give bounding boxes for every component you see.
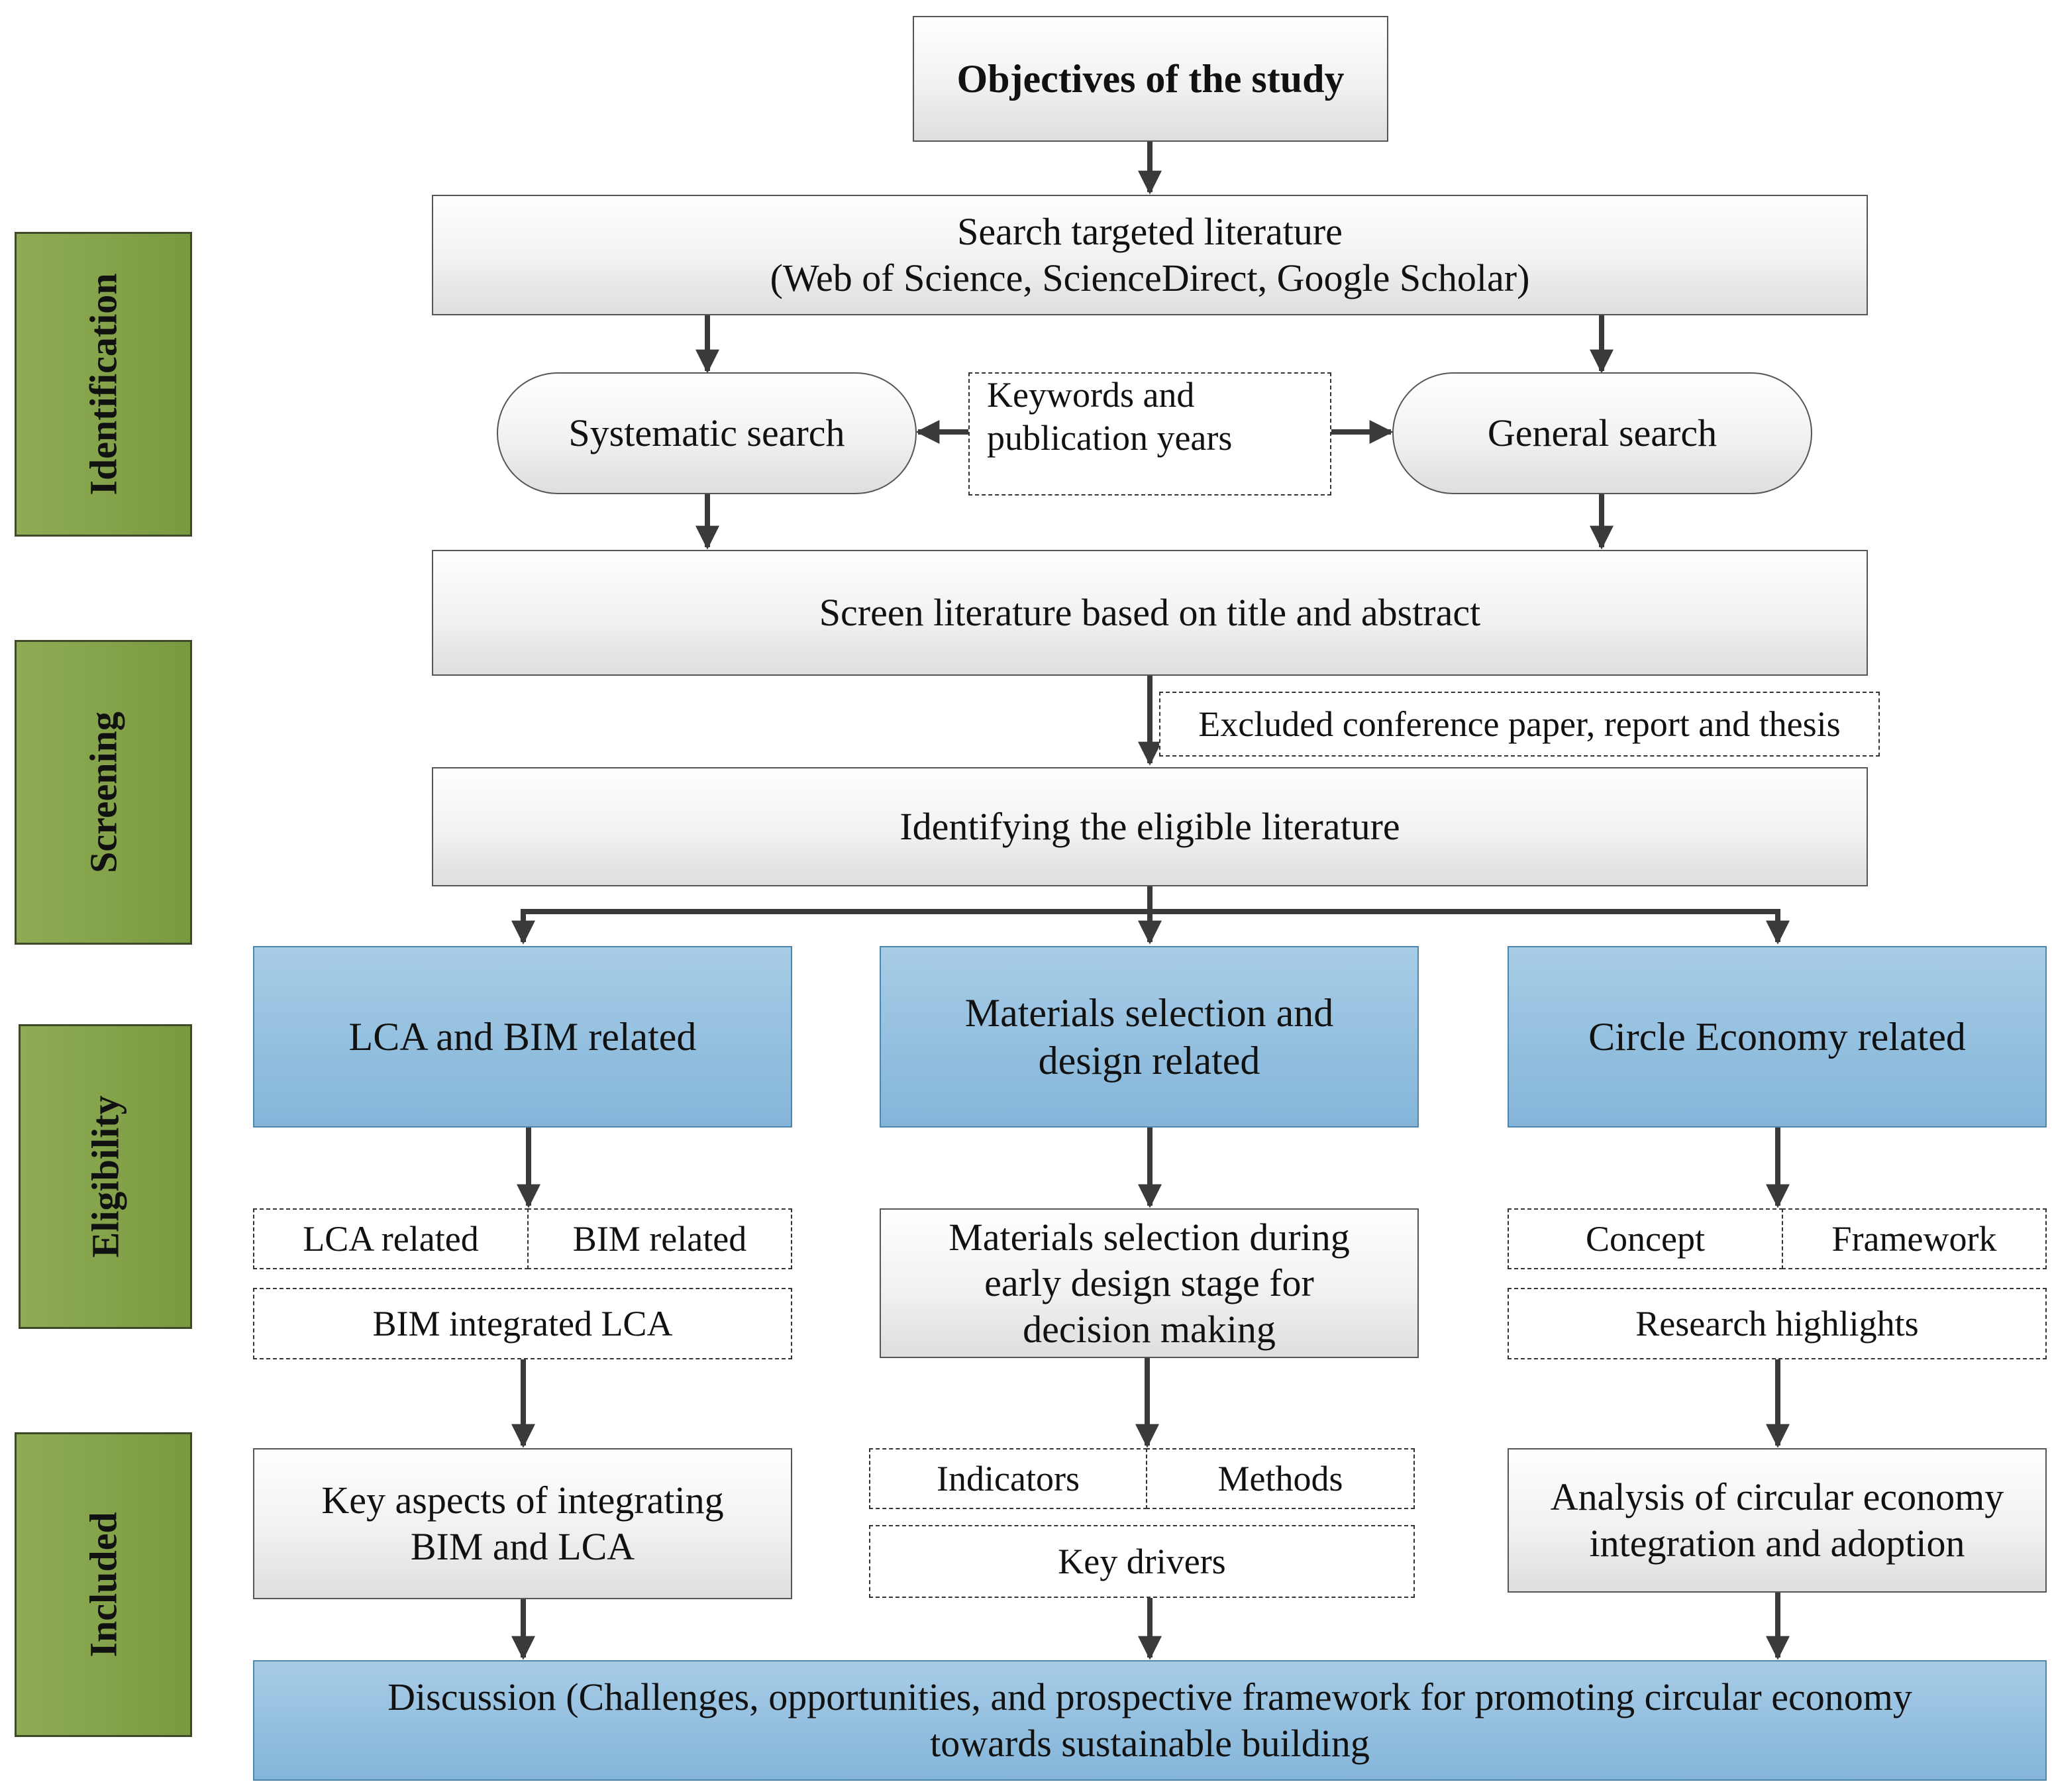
category-materials-line-2: design related [1038,1039,1260,1082]
excluded-box: Excluded conference paper, report and th… [1159,692,1880,757]
stage-identification-label: Identification [81,273,125,496]
search-line-2: (Web of Science, ScienceDirect, Google S… [770,256,1530,299]
key-drivers-text: Key drivers [1058,1541,1226,1581]
materials-selection-line-2: early design stage for [984,1261,1314,1305]
systematic-search-box: Systematic search [497,372,917,494]
bim-integrated-lca-box: BIM integrated LCA [253,1288,792,1359]
category-materials: Materials selection and design related [880,946,1419,1128]
bim-related-box: BIM related [527,1208,792,1269]
research-highlights-text: Research highlights [1635,1303,1919,1344]
screen-literature-box: Screen literature based on title and abs… [432,550,1868,676]
arrow-eligible-circular [1150,909,1790,945]
framework-box: Framework [1782,1208,2047,1269]
concept-box: Concept [1508,1208,1783,1269]
objectives-box: Objectives of the study [913,16,1388,142]
concept-text: Concept [1586,1218,1705,1259]
bim-integrated-lca-text: BIM integrated LCA [372,1303,673,1344]
excluded-text: Excluded conference paper, report and th… [1198,704,1841,744]
eligible-literature-text: Identifying the eligible literature [899,805,1400,849]
category-lca-bim: LCA and BIM related [253,946,792,1128]
stage-screening: Screening [15,640,192,945]
indicators-box: Indicators [869,1448,1147,1509]
general-search-box: General search [1392,372,1812,494]
category-circular-text: Circle Economy related [1588,1015,1966,1059]
search-literature-box: Search targeted literature (Web of Scien… [432,195,1868,315]
key-drivers-box: Key drivers [869,1525,1415,1598]
keywords-line-2: publication years [987,417,1233,458]
keywords-line-1: Keywords and [987,375,1195,415]
stage-screening-label: Screening [81,712,125,873]
category-lca-bim-text: LCA and BIM related [348,1015,697,1059]
arrow-eligible-lca [511,909,1150,945]
eligible-literature-box: Identifying the eligible literature [432,767,1868,886]
objectives-text: Objectives of the study [956,57,1345,101]
bim-related-text: BIM related [572,1218,747,1259]
stage-identification: Identification [15,232,192,537]
key-aspects-line-2: BIM and LCA [410,1525,635,1568]
screen-literature-text: Screen literature based on title and abs… [819,591,1481,635]
methods-box: Methods [1146,1448,1415,1509]
discussion-line-2: towards sustainable building [930,1722,1370,1765]
analysis-line-1: Analysis of circular economy [1550,1475,2004,1519]
keywords-box: Keywords and publication years [968,372,1331,496]
category-materials-line-1: Materials selection and [964,991,1334,1035]
discussion-line-1: Discussion (Challenges, opportunities, a… [387,1675,1912,1719]
lca-related-box: LCA related [253,1208,529,1269]
research-highlights-box: Research highlights [1508,1288,2047,1359]
stage-eligibility: Eligibility [19,1024,192,1329]
stage-included: Included [15,1432,192,1737]
stage-eligibility-label: Eligibility [83,1095,127,1258]
search-line-1: Search targeted literature [957,210,1343,254]
materials-selection-line-3: decision making [1023,1307,1276,1351]
category-circular: Circle Economy related [1508,946,2047,1128]
analysis-line-2: integration and adoption [1589,1522,1965,1565]
key-aspects-box: Key aspects of integrating BIM and LCA [253,1448,792,1599]
materials-selection-line-1: Materials selection during [949,1215,1350,1259]
stage-included-label: Included [81,1512,125,1658]
indicators-text: Indicators [937,1458,1080,1499]
discussion-box: Discussion (Challenges, opportunities, a… [253,1660,2047,1781]
key-aspects-line-1: Key aspects of integrating [321,1479,724,1522]
framework-text: Framework [1831,1218,1997,1259]
methods-text: Methods [1217,1458,1343,1499]
systematic-search-text: Systematic search [568,411,845,455]
materials-selection-box: Materials selection during early design … [880,1208,1419,1358]
general-search-text: General search [1487,411,1718,455]
analysis-circular-box: Analysis of circular economy integration… [1508,1448,2047,1593]
lca-related-text: LCA related [303,1218,479,1259]
